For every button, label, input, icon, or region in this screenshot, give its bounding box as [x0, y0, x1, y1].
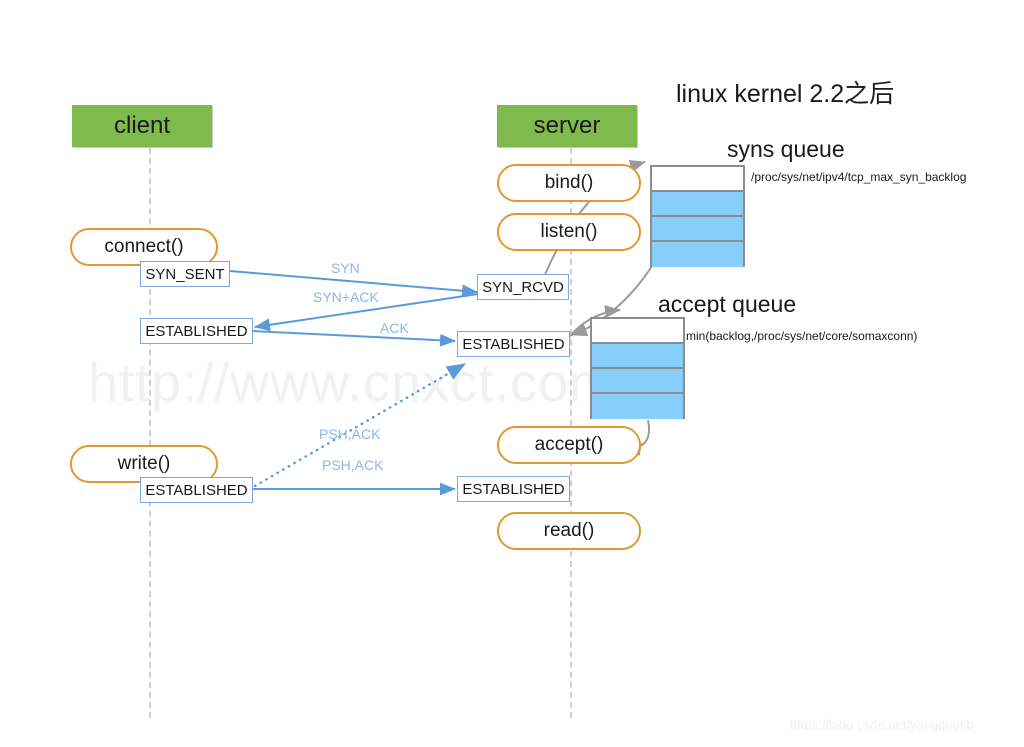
- server-state-syn-rcvd-label: SYN_RCVD: [482, 278, 564, 296]
- syns-queue-cell-2: [652, 217, 743, 242]
- client-state-syn-sent: SYN_SENT: [140, 261, 230, 287]
- packet-label-syn-text: SYN: [331, 260, 360, 276]
- role-header-server: server: [497, 105, 637, 147]
- server-state-established-2-label: ESTABLISHED: [462, 480, 565, 498]
- server-call-bind[interactable]: bind(): [497, 164, 641, 202]
- accept-queue-cell-2: [592, 369, 683, 394]
- server-call-listen[interactable]: listen(): [497, 213, 641, 251]
- accept-queue-stack: [590, 317, 685, 419]
- client-state-established-2: ESTABLISHED: [140, 477, 253, 503]
- watermark-corner: https://blog.csdn.net/yangguosb: [790, 717, 974, 732]
- client-lifeline: [149, 148, 151, 718]
- packet-label-psh-ack-solid-text: PSH,ACK: [322, 457, 384, 473]
- client-state-syn-sent-label: SYN_SENT: [145, 265, 225, 283]
- server-call-read[interactable]: read(): [497, 512, 641, 550]
- server-call-read-label: read(): [543, 520, 595, 541]
- client-call-write-label: write(): [117, 453, 171, 474]
- server-state-established-2: ESTABLISHED: [457, 476, 570, 502]
- server-state-established-1-label: ESTABLISHED: [462, 335, 565, 353]
- syns-queue-title-text: syns queue: [727, 136, 845, 162]
- server-state-established-1: ESTABLISHED: [457, 331, 570, 357]
- packet-label-psh-ack-dotted-text: PSH,ACK: [319, 426, 381, 442]
- packet-label-ack-text: ACK: [380, 320, 409, 336]
- accept-queue-cell-0: [592, 319, 683, 344]
- packet-label-syn: SYN: [331, 260, 360, 276]
- client-call-write[interactable]: write(): [70, 445, 218, 483]
- accept-queue-cell-3: [592, 394, 683, 419]
- kernel-version-note: linux kernel 2.2之后: [676, 80, 895, 108]
- role-header-server-label: server: [533, 112, 601, 139]
- accept-queue-cell-1: [592, 344, 683, 369]
- accept-queue-title-text: accept queue: [658, 291, 797, 317]
- role-header-client-label: client: [113, 112, 171, 139]
- accept-queue-note-text: min(backlog,/proc/sys/net/core/somaxconn…: [686, 329, 918, 343]
- syns-queue-note-text: /proc/sys/net/ipv4/tcp_max_syn_backlog: [751, 170, 967, 184]
- client-call-connect-label: connect(): [104, 236, 184, 257]
- packet-label-psh-ack-dotted: PSH,ACK: [319, 426, 380, 442]
- client-state-established-1: ESTABLISHED: [140, 318, 253, 344]
- packet-label-ack: ACK: [380, 320, 409, 336]
- packet-label-psh-ack-solid: PSH,ACK: [322, 457, 383, 473]
- syns-queue-cell-0: [652, 167, 743, 192]
- syns-queue-note: /proc/sys/net/ipv4/tcp_max_syn_backlog: [751, 170, 966, 184]
- packet-label-syn-ack: SYN+ACK: [313, 289, 379, 305]
- client-state-established-2-label: ESTABLISHED: [145, 481, 248, 499]
- server-state-syn-rcvd: SYN_RCVD: [477, 274, 569, 300]
- accept-queue-note: min(backlog,/proc/sys/net/core/somaxconn…: [686, 329, 917, 343]
- arrow-ack: [251, 330, 456, 347]
- server-call-accept-label: accept(): [534, 434, 604, 455]
- syns-queue-cell-3: [652, 242, 743, 267]
- syns-queue-stack: [650, 165, 745, 267]
- accept-queue-title: accept queue: [658, 291, 796, 318]
- packet-label-syn-ack-text: SYN+ACK: [313, 289, 379, 305]
- role-header-client: client: [72, 105, 212, 147]
- server-call-accept[interactable]: accept(): [497, 426, 641, 464]
- syns-queue-title: syns queue: [727, 136, 845, 163]
- syns-queue-cell-1: [652, 192, 743, 217]
- server-call-bind-label: bind(): [544, 172, 594, 193]
- server-call-listen-label: listen(): [540, 221, 598, 242]
- client-state-established-1-label: ESTABLISHED: [145, 322, 248, 340]
- watermark-main: http://www.cnxct.com: [88, 353, 616, 413]
